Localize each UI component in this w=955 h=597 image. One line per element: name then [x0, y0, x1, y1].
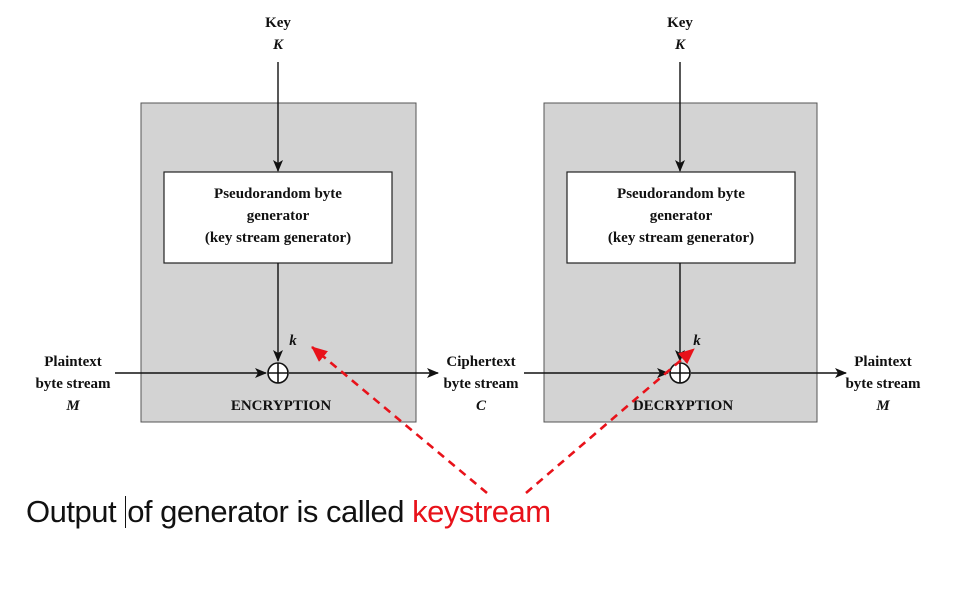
encryption-generator-line2: generator — [247, 208, 310, 224]
encryption-panel-label: ENCRYPTION — [231, 398, 331, 414]
plaintext-input-line2: byte stream — [35, 376, 111, 392]
decryption-xor-icon — [669, 362, 691, 384]
annotation-arrow-encryption — [311, 346, 488, 494]
decryption-k-symbol: k — [693, 333, 701, 349]
annotation-arrow-decryption — [525, 348, 695, 494]
encryption-generator-box — [163, 171, 393, 264]
caption: Output of generator is called keystream — [26, 494, 551, 530]
decryption-panel-label: DECRYPTION — [633, 398, 733, 414]
plaintext-input-line1: Plaintext — [44, 354, 102, 370]
decryption-generator-line2: generator — [650, 208, 713, 224]
text-cursor — [125, 496, 127, 528]
ciphertext-symbol: C — [476, 398, 487, 414]
ciphertext-line2: byte stream — [443, 376, 519, 392]
encryption-xor-icon — [267, 362, 289, 384]
plaintext-output-line2: byte stream — [845, 376, 921, 392]
encryption-generator-line3: (key stream generator) — [205, 230, 351, 246]
encryption-generator-line1: Pseudorandom byte — [214, 186, 342, 202]
ciphertext-line1: Ciphertext — [446, 354, 515, 370]
caption-keystream: keystream — [412, 494, 551, 529]
plaintext-output-line1: Plaintext — [854, 354, 912, 370]
decryption-generator-line3: (key stream generator) — [608, 230, 754, 246]
encryption-key-symbol: K — [272, 37, 284, 53]
decryption-generator-line1: Pseudorandom byte — [617, 186, 745, 202]
caption-part2: of generator is called — [127, 494, 413, 529]
decryption-key-symbol: K — [674, 37, 686, 53]
encryption-key-label: Key — [265, 15, 291, 31]
encryption-k-symbol: k — [289, 333, 297, 349]
caption-part1: Output — [26, 494, 125, 529]
plaintext-output-symbol: M — [875, 398, 890, 414]
plaintext-input-symbol: M — [65, 398, 80, 414]
decryption-generator-box — [566, 171, 796, 264]
decryption-key-label: Key — [667, 15, 693, 31]
